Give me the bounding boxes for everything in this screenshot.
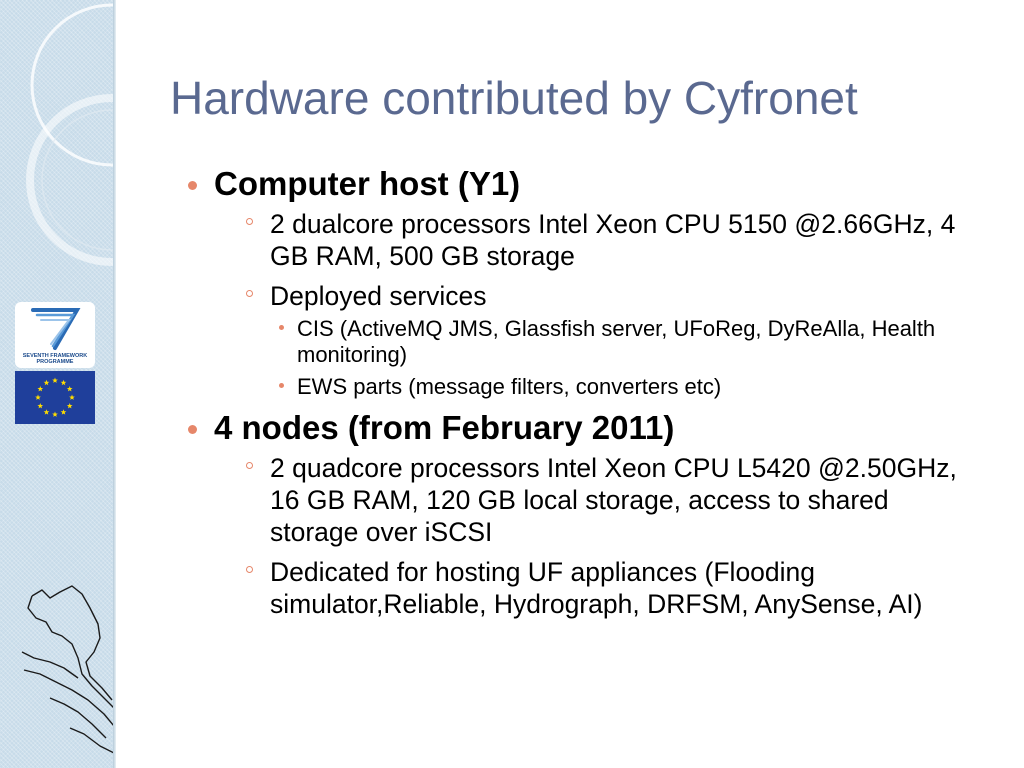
bullet-text: Computer host (Y1) (214, 165, 521, 202)
sub-sub-bullet-item: EWS parts (message filters, converters e… (270, 374, 978, 400)
eu-stars-icon (35, 377, 75, 417)
slide-title: Hardware contributed by Cyfronet (170, 72, 858, 124)
fp7-logo: SEVENTH FRAMEWORK PROGRAMME (15, 302, 95, 368)
eu-star-icon (43, 409, 50, 415)
eu-flag (15, 371, 95, 424)
sub-bullet-list: 2 dualcore processors Intel Xeon CPU 515… (214, 208, 978, 400)
sub-sub-bullet-item: CIS (ActiveMQ JMS, Glassfish server, UFo… (270, 316, 978, 368)
sidebar-decoration: SEVENTH FRAMEWORK PROGRAMME (0, 0, 113, 768)
sidebar-edge (113, 0, 116, 768)
sub-bullet-item: Dedicated for hosting UF appliances (Flo… (214, 556, 978, 620)
sub-bullet-text: Deployed services (270, 281, 487, 311)
eu-star-icon (69, 394, 75, 400)
decorative-circles-icon (26, 3, 113, 266)
eu-star-icon (37, 403, 44, 409)
eu-star-icon (52, 377, 58, 383)
fp7-seven-icon (31, 308, 81, 350)
slide-content: Computer host (Y1) 2 dualcore processors… (188, 164, 978, 628)
eu-star-icon (60, 409, 67, 415)
eu-star-icon (35, 394, 41, 400)
sub-bullet-text: Dedicated for hosting UF appliances (Flo… (270, 557, 923, 619)
bullet-item: Computer host (Y1) 2 dualcore processors… (188, 164, 978, 400)
sub-sub-bullet-list: CIS (ActiveMQ JMS, Glassfish server, UFo… (270, 316, 978, 400)
eu-star-icon (52, 411, 58, 417)
eu-star-icon (43, 379, 50, 386)
sub-sub-bullet-text: CIS (ActiveMQ JMS, Glassfish server, UFo… (297, 316, 936, 367)
sub-bullet-list: 2 quadcore processors Intel Xeon CPU L54… (214, 452, 978, 620)
fp7-caption: SEVENTH FRAMEWORK PROGRAMME (22, 353, 88, 365)
sub-bullet-item: Deployed services CIS (ActiveMQ JMS, Gla… (214, 280, 978, 400)
bullet-item: 4 nodes (from February 2011) 2 quadcore … (188, 408, 978, 620)
sub-bullet-item: 2 dualcore processors Intel Xeon CPU 515… (214, 208, 978, 272)
sub-sub-bullet-text: EWS parts (message filters, converters e… (297, 374, 722, 399)
eu-star-icon (37, 386, 44, 392)
sub-bullet-text: 2 dualcore processors Intel Xeon CPU 515… (270, 209, 956, 271)
bullet-text: 4 nodes (from February 2011) (214, 409, 675, 446)
eu-star-icon (66, 403, 73, 409)
sub-bullet-text: 2 quadcore processors Intel Xeon CPU L54… (270, 453, 957, 547)
eu-star-icon (60, 379, 67, 386)
sub-bullet-item: 2 quadcore processors Intel Xeon CPU L54… (214, 452, 978, 548)
eu-star-icon (66, 386, 73, 392)
map-outline-icon (21, 585, 113, 754)
bullet-list: Computer host (Y1) 2 dualcore processors… (188, 164, 978, 620)
